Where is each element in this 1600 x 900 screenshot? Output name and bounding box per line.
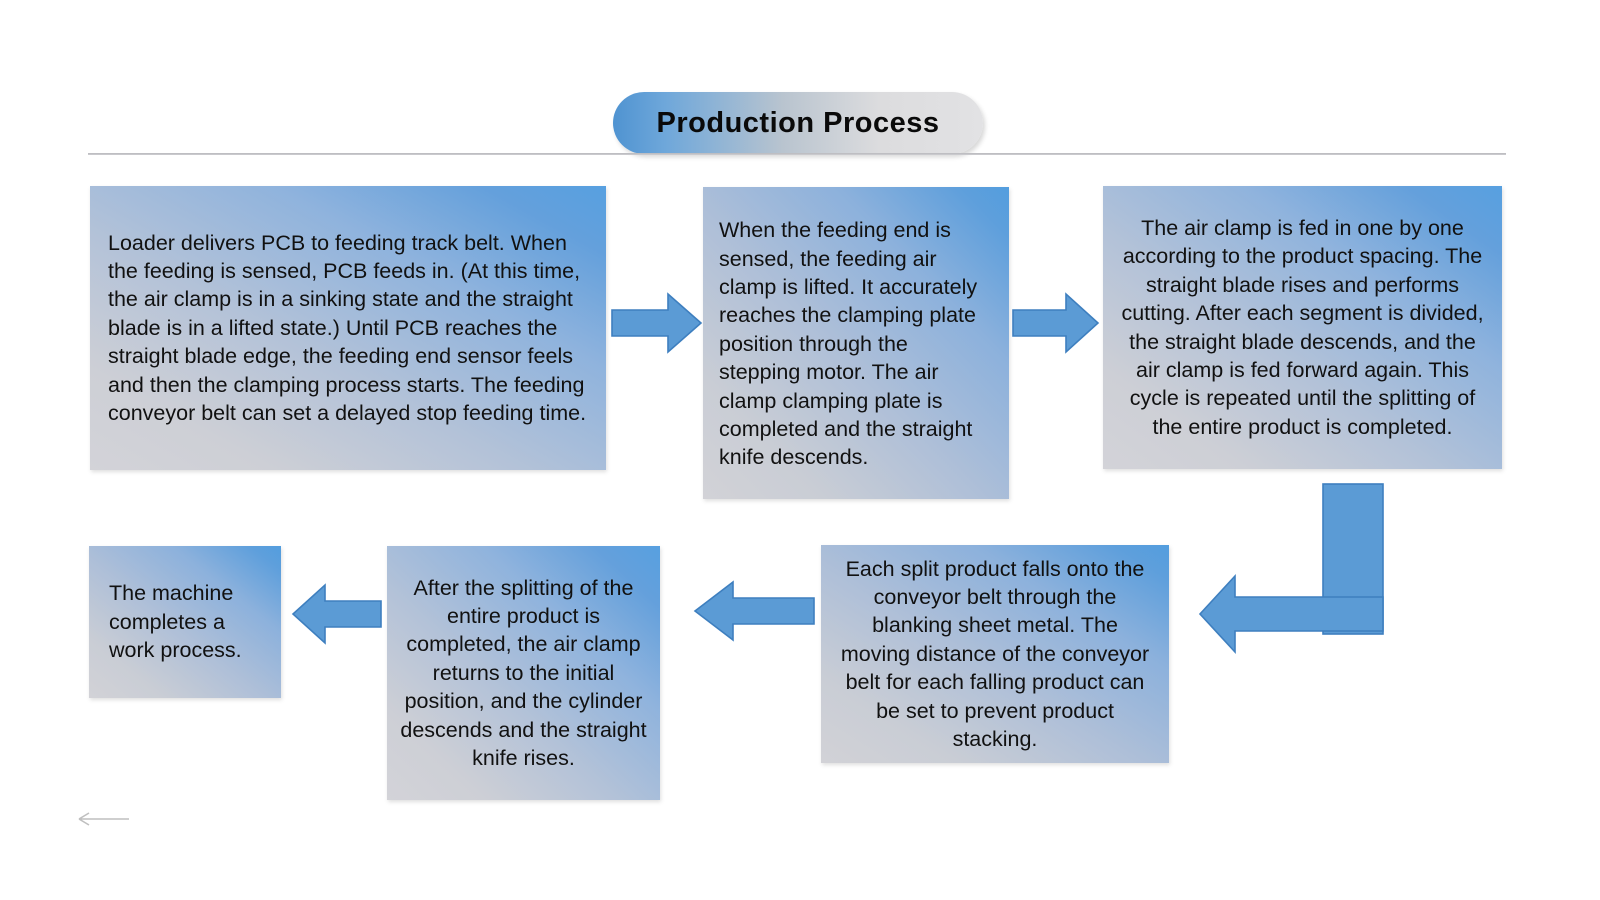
process-step-1[interactable]: Loader delivers PCB to feeding track bel… <box>90 186 606 470</box>
arrow-left-icon <box>693 580 815 642</box>
process-step-5-text: After the splitting of the entire produc… <box>400 575 647 770</box>
page-title: Production Process <box>656 106 940 139</box>
process-step-5[interactable]: After the splitting of the entire produc… <box>387 546 660 800</box>
process-step-3-text: The air clamp is fed in one by one accor… <box>1121 216 1484 439</box>
title-divider <box>88 153 1506 155</box>
process-step-6-text: The machine completes a work process. <box>109 581 242 663</box>
process-step-1-text: Loader delivers PCB to feeding track bel… <box>108 230 587 425</box>
page-title-banner: Production Process <box>613 92 983 154</box>
arrow-right-icon <box>1012 292 1100 354</box>
process-step-4[interactable]: Each split product falls onto the convey… <box>821 545 1169 763</box>
arrow-elbow-down-left-icon <box>1198 483 1386 684</box>
process-step-2[interactable]: When the feeding end is sensed, the feed… <box>703 187 1009 499</box>
process-step-4-text: Each split product falls onto the convey… <box>840 556 1150 751</box>
process-step-3[interactable]: The air clamp is fed in one by one accor… <box>1103 186 1502 469</box>
arrow-left-thin-icon <box>74 808 130 830</box>
process-step-2-text: When the feeding end is sensed, the feed… <box>719 218 978 470</box>
process-step-6[interactable]: The machine completes a work process. <box>89 546 281 698</box>
arrow-right-icon <box>611 292 703 354</box>
arrow-left-icon <box>291 583 382 645</box>
